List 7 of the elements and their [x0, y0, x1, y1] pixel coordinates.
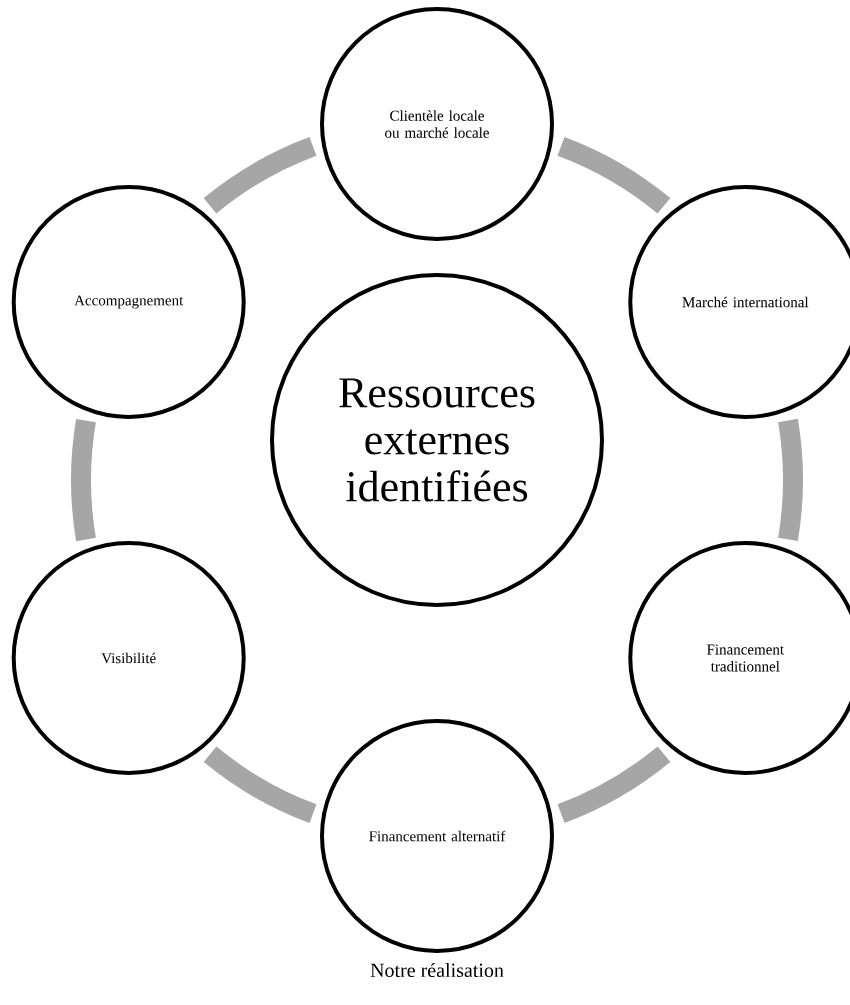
ring-segment — [203, 746, 317, 824]
ring-segment — [778, 418, 803, 541]
ring-segment — [557, 136, 671, 214]
ring-segment — [203, 137, 317, 214]
ring-segment — [557, 746, 671, 823]
caption: Notre réalisation — [370, 962, 504, 978]
ring-segment — [71, 419, 96, 542]
